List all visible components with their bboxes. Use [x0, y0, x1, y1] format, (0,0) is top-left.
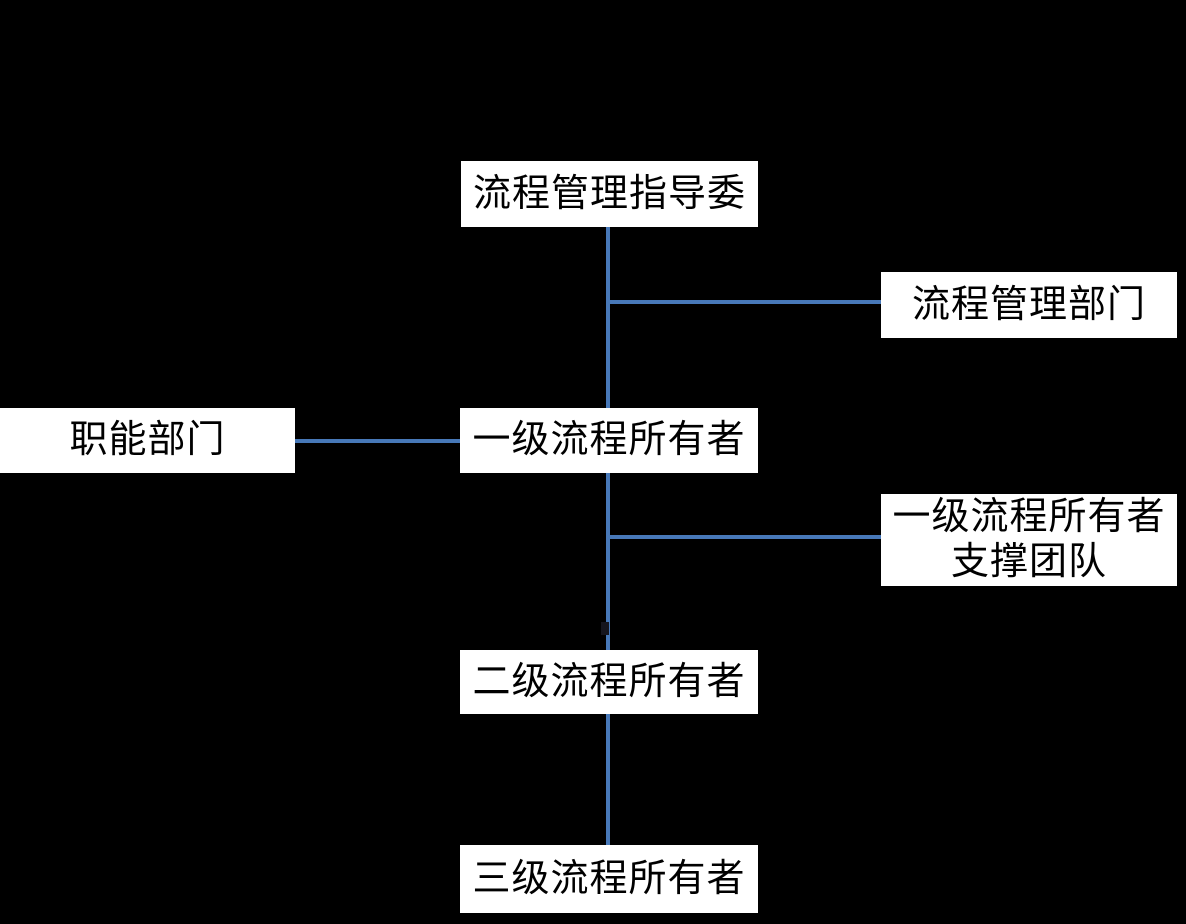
node-l2-process-owner: 二级流程所有者 — [460, 650, 758, 714]
node-steering-committee: 流程管理指导委 — [461, 161, 758, 227]
edge-l1-owner-to-l2-owner — [606, 473, 610, 650]
edge-l2-owner-to-l3-owner — [606, 714, 610, 845]
node-functional-dept: 职能部门 — [0, 408, 295, 473]
node-l1-process-owner: 一级流程所有者 — [460, 408, 758, 473]
node-l3-process-owner: 三级流程所有者 — [460, 845, 758, 913]
edge-branch-to-process-mgmt-dept — [608, 300, 881, 304]
node-l1-support-team: 一级流程所有者 支撑团队 — [881, 494, 1177, 586]
line-notch-artifact — [601, 622, 609, 635]
edge-steering-to-l1-owner — [606, 227, 610, 408]
edge-branch-to-l1-support-team — [608, 535, 881, 539]
edge-functional-dept-to-l1-owner — [290, 439, 460, 443]
node-process-mgmt-dept: 流程管理部门 — [881, 272, 1177, 338]
